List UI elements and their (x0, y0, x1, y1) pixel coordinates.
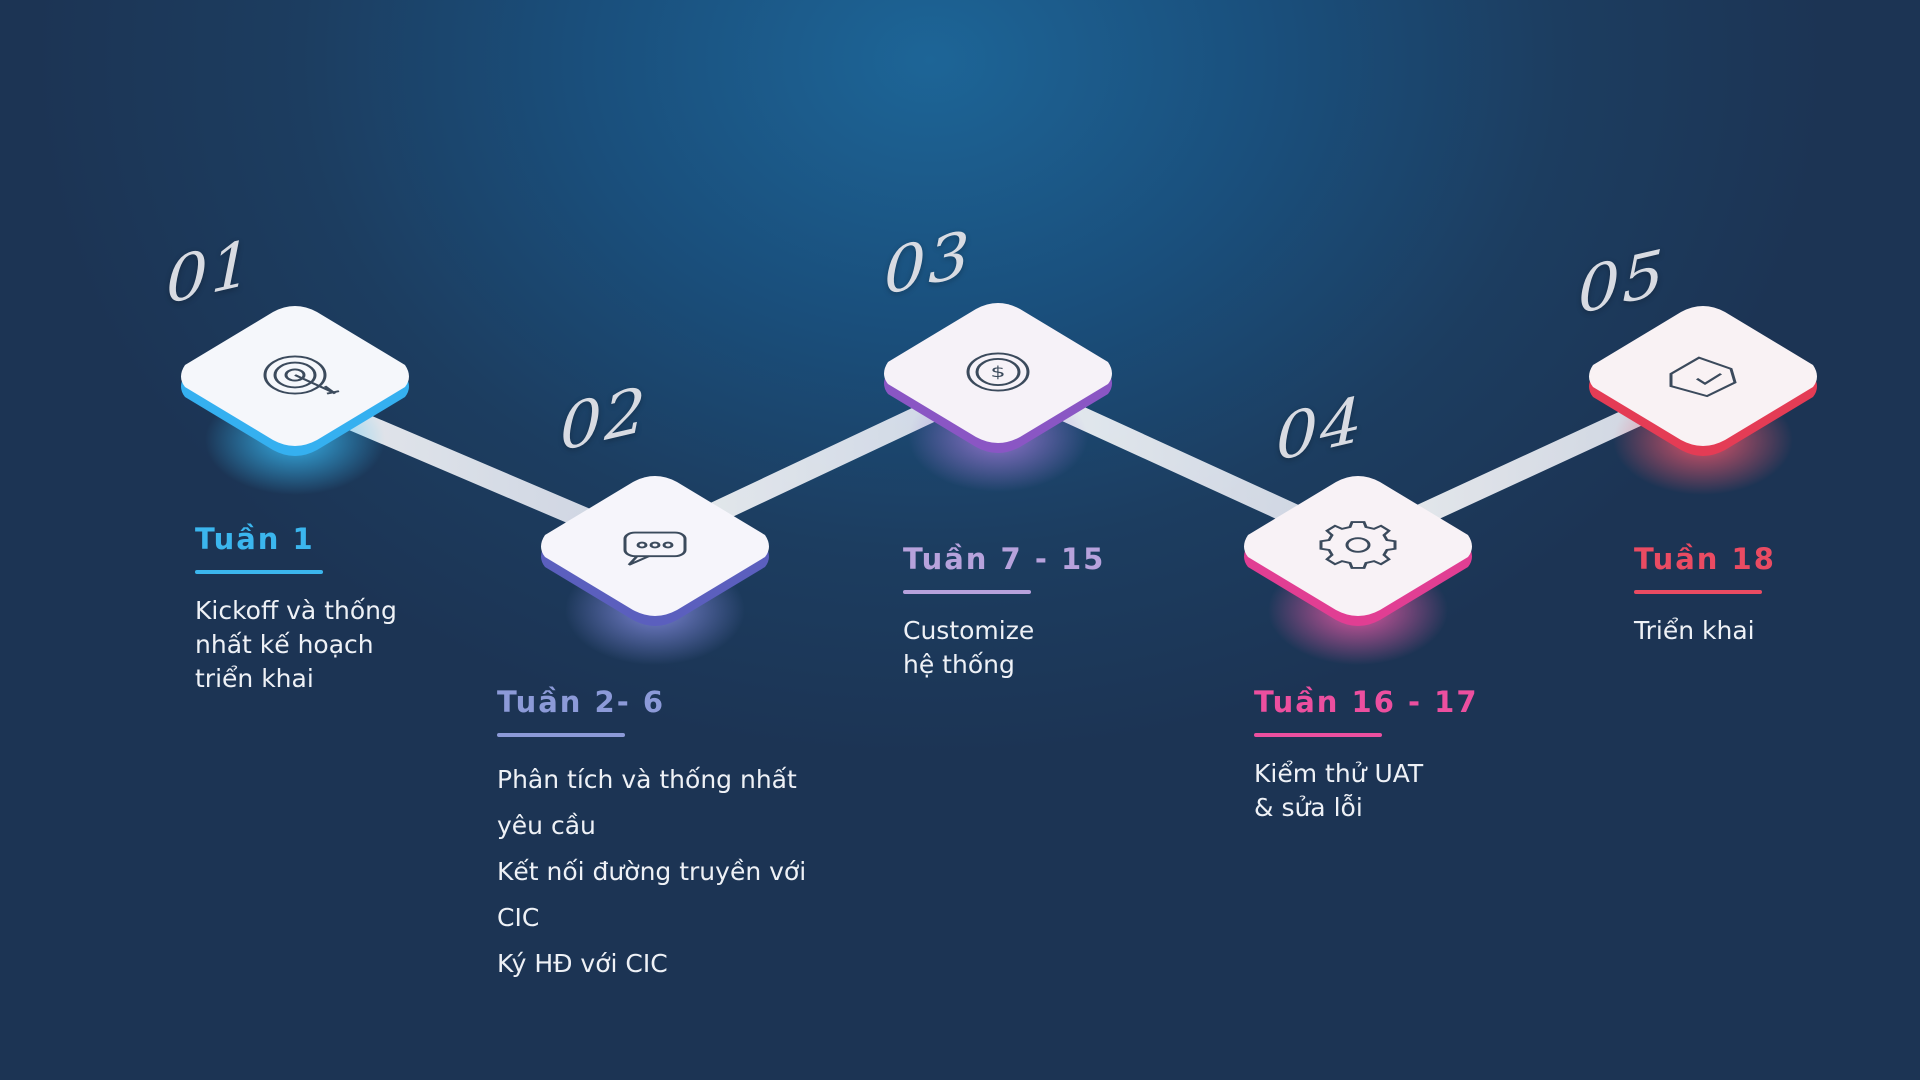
connector-3-4 (1049, 397, 1316, 531)
description-line: triển khai (195, 664, 314, 693)
step-description: Customize hệ thống (903, 614, 1105, 682)
week-title: Tuần 16 - 17 (1254, 685, 1479, 719)
description-line: Kiểm thử UAT (1254, 759, 1424, 788)
svg-text:$: $ (990, 363, 1005, 381)
description-line: Customize (903, 616, 1035, 645)
node-top (541, 476, 769, 616)
node-top (884, 303, 1112, 443)
step-node-2 (541, 476, 769, 665)
description-line: nhất kế hoạch (195, 630, 374, 659)
description-line: Triển khai (1634, 616, 1755, 645)
step-label-5: Tuần 18 Triển khai (1634, 542, 1776, 648)
step-description: Kiểm thử UAT & sửa lỗi (1254, 757, 1479, 825)
step-label-2: Tuần 2- 6 Phân tích và thống nhất yêu cầ… (497, 685, 806, 987)
step-label-1: Tuần 1 Kickoff và thống nhất kế hoạch tr… (195, 522, 397, 696)
chat-bubble-icon (623, 531, 687, 566)
step-node-3: $ (884, 303, 1112, 492)
step-node-1 (181, 306, 409, 495)
description-line: CIC (497, 903, 540, 932)
step-node-4 (1244, 476, 1472, 665)
node-top (1589, 306, 1817, 446)
description-line: yêu cầu (497, 811, 596, 840)
description-line: Ký HĐ với CIC (497, 949, 668, 978)
week-title: Tuần 7 - 15 (903, 542, 1106, 576)
accent-bar (195, 570, 323, 574)
accent-bar (1634, 590, 1762, 594)
description-line: Kickoff và thống (195, 596, 397, 625)
accent-bar (1254, 733, 1382, 737)
accent-bar (497, 733, 625, 737)
week-title: Tuần 2- 6 (497, 685, 666, 719)
step-label-4: Tuần 16 - 17 Kiểm thử UAT & sửa lỗi (1254, 685, 1479, 825)
step-description: Phân tích và thống nhất yêu cầu Kết nối … (497, 757, 806, 987)
target-icon (263, 355, 340, 395)
dollar-coin-icon: $ (966, 352, 1030, 392)
description-line: Kết nối đường truyền với (497, 857, 807, 886)
gear-icon (1319, 521, 1397, 569)
node-top (1244, 476, 1472, 616)
step-description: Triển khai (1634, 614, 1776, 648)
step-label-3: Tuần 7 - 15 Customize hệ thống (903, 542, 1105, 682)
step-node-5 (1589, 306, 1817, 495)
checkbox-icon (1669, 356, 1737, 398)
description-line: Phân tích và thống nhất (497, 765, 797, 794)
description-line: & sửa lỗi (1254, 793, 1363, 822)
week-title: Tuần 1 (195, 522, 315, 556)
description-line: hệ thống (903, 650, 1015, 679)
accent-bar (903, 590, 1031, 594)
week-title: Tuần 18 (1634, 542, 1776, 576)
step-description: Kickoff và thống nhất kế hoạch triển kha… (195, 594, 397, 696)
